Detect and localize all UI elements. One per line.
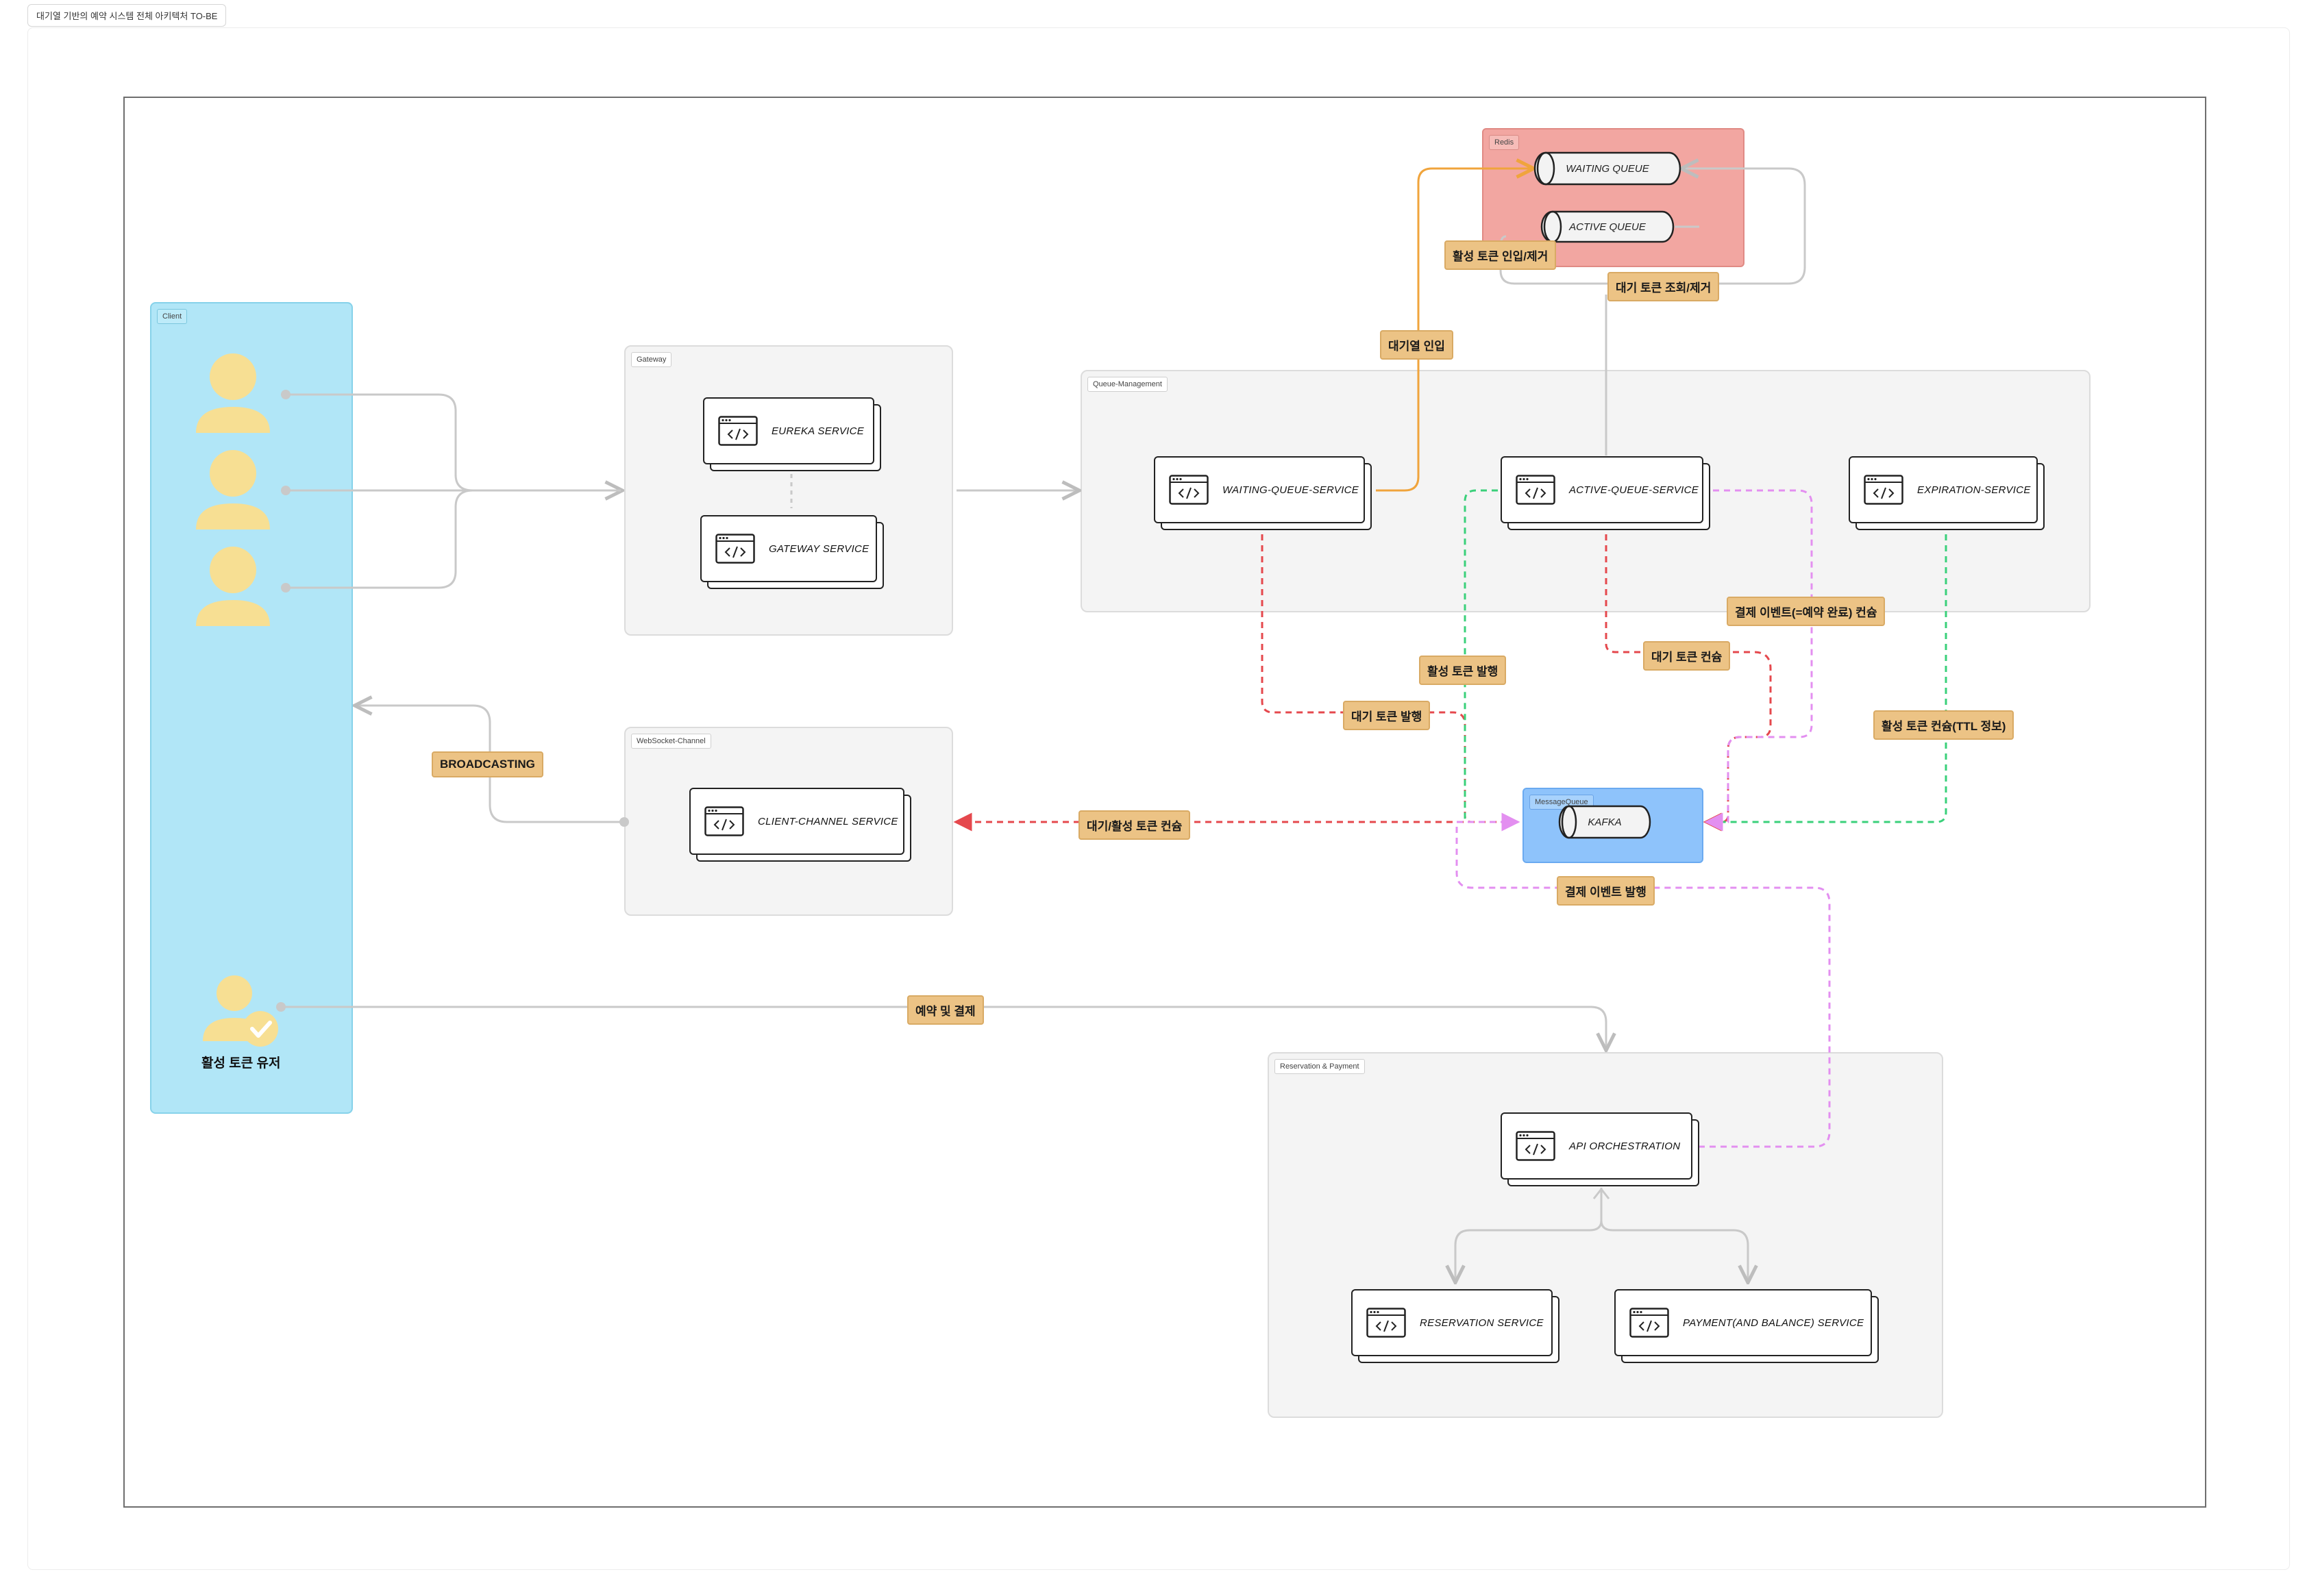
waiting-token-publish-line bbox=[1261, 534, 1518, 823]
broadcasting-tag: BROADCASTING bbox=[432, 751, 543, 777]
user3-to-gateway-line bbox=[286, 489, 473, 589]
waiting-token-consume-tag: 대기 토큰 컨슘 bbox=[1643, 641, 1731, 671]
eureka-service[interactable]: EUREKA SERVICE bbox=[703, 397, 881, 471]
code-window-icon bbox=[1366, 1308, 1406, 1338]
diagram-frame bbox=[123, 97, 2206, 1508]
code-window-icon bbox=[718, 416, 758, 446]
gateway-group-label: Gateway bbox=[631, 352, 672, 367]
code-window-icon bbox=[1864, 475, 1903, 505]
reserve-pay-line bbox=[281, 1006, 1606, 1049]
kafka-queue[interactable]: KAFKA bbox=[1557, 804, 1653, 840]
active-token-in-out-tag: 활성 토큰 인입/제거 bbox=[1444, 240, 1557, 270]
token-consume-tag: 대기/활성 토큰 컨슘 bbox=[1078, 810, 1191, 840]
reservation-service-label: RESERVATION SERVICE bbox=[1420, 1317, 1544, 1329]
api-orchestration-service-label: API ORCHESTRATION bbox=[1569, 1140, 1681, 1152]
canvas-frame bbox=[27, 27, 2290, 1570]
channel-dot bbox=[619, 817, 629, 827]
api-orchestration-service[interactable]: API ORCHESTRATION bbox=[1501, 1112, 1699, 1186]
user3-dot bbox=[281, 583, 291, 593]
user2-dot bbox=[281, 486, 291, 495]
orchestration-to-payment-line bbox=[1600, 1220, 1748, 1281]
reservation-payment-group-label: Reservation & Payment bbox=[1274, 1059, 1365, 1074]
active-queue-service[interactable]: ACTIVE-QUEUE-SERVICE bbox=[1501, 456, 1710, 530]
code-window-icon bbox=[1629, 1308, 1669, 1338]
client-channel-service[interactable]: CLIENT-CHANNEL SERVICE bbox=[689, 788, 911, 862]
user-icon bbox=[196, 353, 270, 433]
client-channel-service-label: CLIENT-CHANNEL SERVICE bbox=[758, 815, 898, 827]
queue-management-group-label: Queue-Management bbox=[1087, 377, 1168, 392]
payment-service[interactable]: PAYMENT(AND BALANCE) SERVICE bbox=[1614, 1289, 1879, 1363]
active-queue-label: ACTIVE QUEUE bbox=[1569, 221, 1646, 233]
user1-dot bbox=[281, 390, 291, 399]
active-queue[interactable]: ACTIVE QUEUE bbox=[1539, 210, 1676, 244]
orchestration-to-reservation-line bbox=[1455, 1220, 1603, 1281]
waiting-token-publish-tag: 대기 토큰 발행 bbox=[1343, 701, 1431, 730]
user1-to-gateway-line bbox=[286, 393, 621, 490]
active-token-publish-line bbox=[1464, 489, 1498, 822]
page-title: 대기열 기반의 예약 시스템 전체 아키텍처 TO-BE bbox=[27, 4, 227, 27]
queue-enter-tag: 대기열 인입 bbox=[1380, 330, 1453, 360]
waiting-queue-label: WAITING QUEUE bbox=[1566, 162, 1649, 175]
waiting-queue-service-label: WAITING-QUEUE-SERVICE bbox=[1222, 484, 1359, 496]
eureka-service-label: EUREKA SERVICE bbox=[772, 425, 865, 437]
code-window-icon bbox=[704, 806, 744, 836]
cylinder-icon bbox=[1533, 151, 1681, 186]
code-window-icon bbox=[1169, 475, 1209, 505]
reservation-service[interactable]: RESERVATION SERVICE bbox=[1351, 1289, 1559, 1363]
gateway-service[interactable]: GATEWAY SERVICE bbox=[700, 515, 884, 589]
cylinder-icon bbox=[1558, 805, 1651, 839]
expiration-service-label: EXPIRATION-SERVICE bbox=[1917, 484, 2031, 496]
queue-enter-line bbox=[1376, 169, 1532, 492]
gateway-service-label: GATEWAY SERVICE bbox=[769, 543, 870, 555]
payment-service-label: PAYMENT(AND BALANCE) SERVICE bbox=[1683, 1317, 1864, 1329]
client-group: Client bbox=[150, 302, 353, 1114]
payment-event-consume-tag: 결제 이벤트(=예약 완료) 컨슘 bbox=[1727, 597, 1886, 626]
waiting-queue-service[interactable]: WAITING-QUEUE-SERVICE bbox=[1154, 456, 1372, 530]
active-user-caption: 활성 토큰 유저 bbox=[201, 1056, 281, 1071]
kafka-queue-label: KAFKA bbox=[1588, 816, 1622, 828]
active-token-publish-tag: 활성 토큰 발행 bbox=[1419, 656, 1507, 685]
active-user-dot bbox=[276, 1002, 286, 1012]
waiting-token-consume-line bbox=[1605, 534, 1772, 832]
code-window-icon bbox=[1516, 475, 1555, 505]
active-token-consume-ttl-tag: 활성 토큰 컨슘(TTL 정보) bbox=[1873, 710, 2014, 740]
waiting-token-lookup-tag: 대기 토큰 조회/제거 bbox=[1607, 272, 1720, 301]
verified-user-icon bbox=[203, 975, 278, 1047]
client-group-label: Client bbox=[157, 309, 188, 324]
reserve-and-pay-tag: 예약 및 결제 bbox=[907, 995, 984, 1025]
payment-event-publish-line bbox=[1455, 812, 1831, 1148]
user-icon bbox=[196, 450, 270, 529]
code-window-icon bbox=[1516, 1131, 1555, 1161]
expiration-service[interactable]: EXPIRATION-SERVICE bbox=[1849, 456, 2045, 530]
payment-event-consume-line bbox=[1704, 489, 1813, 832]
user-icon bbox=[196, 547, 270, 626]
websocket-channel-group-label: WebSocket-Channel bbox=[631, 734, 711, 749]
waiting-queue[interactable]: WAITING QUEUE bbox=[1532, 151, 1683, 186]
active-queue-service-label: ACTIVE-QUEUE-SERVICE bbox=[1569, 484, 1699, 496]
redis-group-label: Redis bbox=[1489, 135, 1520, 150]
code-window-icon bbox=[715, 534, 755, 564]
payment-event-publish-tag: 결제 이벤트 발행 bbox=[1557, 876, 1655, 906]
active-token-consume-line bbox=[1706, 534, 1947, 823]
cylinder-icon bbox=[1540, 210, 1675, 243]
